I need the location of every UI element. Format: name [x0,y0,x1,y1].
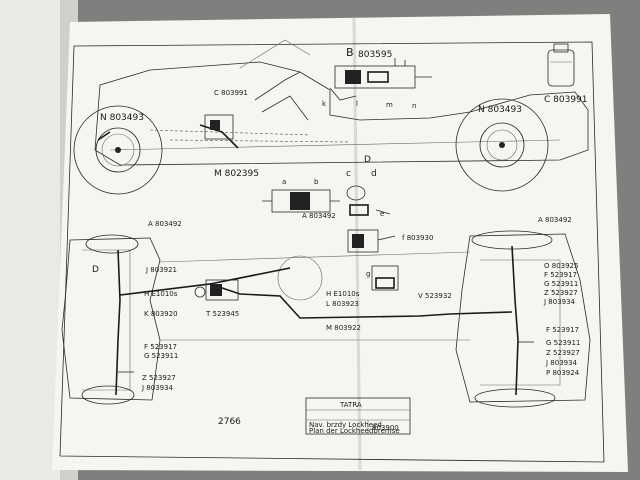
plan-center-outline [159,251,471,341]
pedal-assembly [199,114,239,149]
bl-label-3: H E1010s [144,290,178,298]
label-part-m: m [386,101,393,109]
title-block-brand: TATRA [339,401,362,409]
blueprint-sheet [52,14,628,472]
bc-label-0: T 523945 [205,310,239,318]
label-e: e [380,210,384,218]
br-label-7: G 523911 [546,339,580,347]
drawing-frame [59,41,605,463]
label-part-k: k [322,100,327,108]
bl-label-2: J 803921 [145,266,177,274]
bc-label-3: M 803922 [326,324,361,332]
label-d: d [371,169,377,179]
bc-label-4: V 523932 [418,292,452,300]
br-label-5: J 803934 [543,298,576,306]
label-part-l: l [356,100,358,108]
br-label-10: P 803924 [546,369,580,377]
plan-left-frame [61,234,161,405]
label-b-main: B [346,46,354,59]
label-n-left: N 803493 [100,113,144,123]
label-a: a [282,178,286,186]
bl-label-1: D [92,265,99,275]
label-f: f 803930 [402,234,433,242]
fluid-reservoir [547,43,575,87]
reservoir-detail-g [371,265,399,291]
title-block [305,397,411,435]
title-block-row1: Nav. brzdy Lockheed [309,421,382,429]
label-part-n: n [412,102,416,110]
master-cylinder-top [329,58,432,101]
plan-right-frame [455,230,591,408]
label-D-middle: D [364,155,371,165]
title-block-row2: Plan der Lockheedbremse [309,427,400,435]
bl-label-0: A 803492 [148,220,182,228]
bl-label-6: G 523911 [144,352,178,360]
label-c-small: C 803991 [214,89,248,97]
bc-label-1: H E1010s [326,290,360,298]
br-label-9: J 803934 [545,359,578,367]
page-number: 2766 [218,417,241,427]
bc-label-2: L 803923 [326,300,359,308]
label-b-code: 803595 [358,50,392,60]
stop-switch-detail [347,229,396,253]
title-block-code: 803900 [372,424,399,432]
label-c: c [346,169,351,179]
br-label-4: Z 523927 [544,289,578,297]
hose-connector-detail-c-d [346,185,391,216]
br-label-2: F 523917 [544,271,577,279]
label-a-code: A 803492 [302,212,336,220]
rear-right-wheel [455,98,549,192]
bl-label-7: Z 523927 [142,374,176,382]
br-label-6: F 523917 [546,326,579,334]
bl-label-5: F 523917 [144,343,177,351]
wheel-cylinder-detail-a [262,189,340,213]
label-n-right: N 803493 [478,105,522,115]
label-m-bottom: M 802395 [214,169,259,179]
br-label-8: Z 523927 [546,349,580,357]
br-label-0: A 803492 [538,216,572,224]
plan-master-cylinder [194,279,239,301]
br-label-3: G 523911 [544,280,578,288]
label-c-right: C 803991 [544,95,588,105]
bl-label-4: K 803920 [144,310,178,318]
label-b: b [314,178,319,186]
br-label-1: O 803925 [544,262,578,270]
bl-label-8: J 803934 [141,384,174,392]
front-left-wheel [73,105,163,195]
label-g: g [366,270,370,278]
